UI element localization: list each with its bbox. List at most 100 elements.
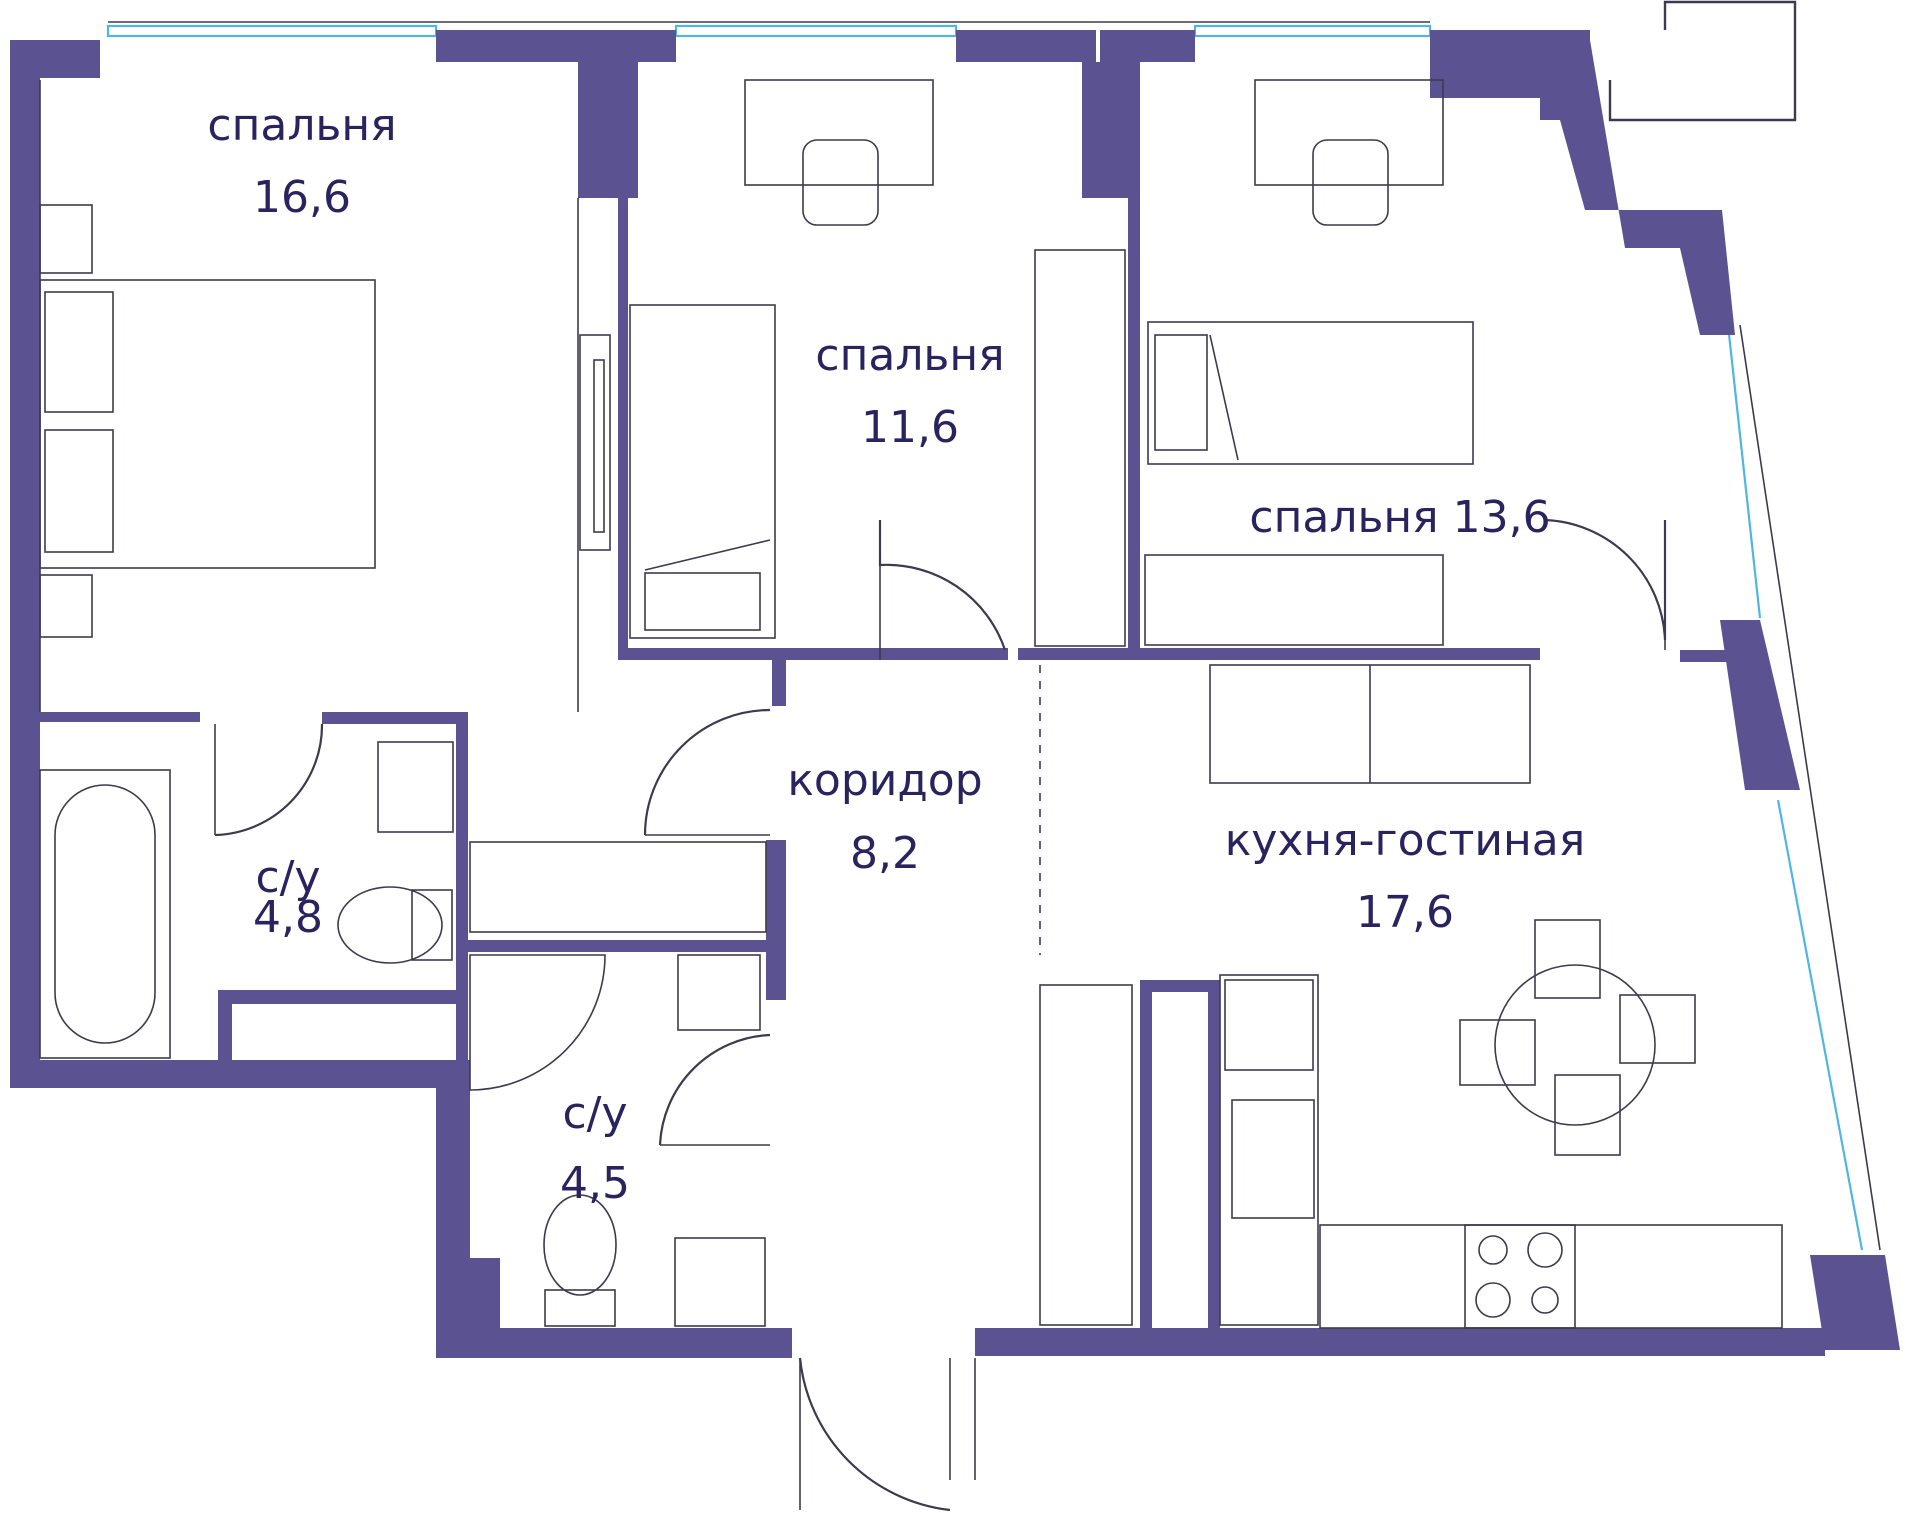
wall-bottom-left: [40, 1060, 470, 1088]
wall-bathroom-2-notch: [470, 1258, 500, 1330]
burner-2: [1527, 1232, 1563, 1268]
wall-bathroom-1-top: [40, 712, 200, 722]
bathtub: [39, 769, 171, 1059]
burner-1: [1478, 1235, 1508, 1265]
bathtub-inner: [54, 784, 156, 1044]
wall-left-exterior: [10, 60, 40, 1088]
column-2: [1082, 62, 1140, 198]
bedroom-3-name: спальня: [1249, 492, 1438, 543]
bedroom-2-area: 11,6: [861, 402, 959, 453]
bed-single-2-fold: [644, 539, 771, 571]
bathroom-2-name: с/у: [562, 1088, 627, 1139]
balcony-outline: [1608, 0, 1797, 122]
wall-top-segment-2: [956, 30, 1096, 62]
wall-corridor-partition: [766, 840, 786, 1000]
balcony: [1608, 0, 1797, 122]
window-bedroom-3: [1193, 24, 1432, 38]
bathroom-2-area: 4,5: [560, 1158, 630, 1209]
window-kitchen-side: [1776, 799, 1864, 1251]
burner-3: [1475, 1282, 1511, 1318]
bedroom-1-area: 16,6: [253, 172, 351, 223]
dining-chair-left: [1459, 1019, 1536, 1086]
window-bedroom-1: [106, 24, 438, 38]
facade-right-line: [1739, 324, 1881, 1251]
wall-bedroom-2-bottom: [618, 648, 1008, 660]
walls: [10, 30, 1900, 1358]
wall-kitchen-niche-right: [1208, 980, 1220, 1330]
sink-bathroom-1: [377, 741, 454, 833]
bed-single-2: [629, 304, 776, 639]
wall-bathroom-2-left: [436, 1060, 470, 1358]
nightstand-top: [39, 204, 93, 274]
bedroom-2-name: спальня: [815, 330, 1004, 381]
bedroom-3-label: спальня 13,6: [1249, 492, 1550, 543]
wall-bathroom-1-right: [456, 712, 468, 1062]
kitchen-counter-top: [1219, 974, 1319, 1326]
wall-top-segment-1: [436, 30, 676, 62]
right-windows: [1726, 324, 1881, 1251]
wall-bathroom-1-inner-left: [218, 990, 232, 1060]
tv-stand: [579, 334, 611, 551]
washing-machine: [674, 1237, 766, 1327]
wall-bedroom-2-left: [618, 198, 628, 656]
bedroom-1-name: спальня: [207, 100, 396, 151]
desk-bedroom-2: [744, 79, 934, 186]
bedroom-3-area: 13,6: [1453, 492, 1551, 543]
bed-double: [39, 279, 376, 569]
column-1: [578, 62, 638, 198]
bed-single-2-pillow: [644, 572, 761, 631]
toilet-bathroom-2: [543, 1194, 617, 1296]
dining-chair-top: [1534, 919, 1601, 999]
door-swing-bathroom-1: [214, 723, 324, 837]
bed-single-3: [1147, 321, 1474, 465]
fridge: [1224, 979, 1314, 1071]
room-labels: спальня 16,6 спальня 11,6 спальня 13,6 к…: [207, 100, 1585, 1209]
cooktop: [1464, 1224, 1576, 1329]
bathroom-1-name: с/у: [255, 852, 320, 903]
bed-single-3-pillow: [1154, 334, 1208, 451]
chair-bedroom-2: [802, 139, 879, 226]
door-swing-bedroom-3: [1544, 518, 1667, 641]
wall-bedroom-3-bottom-right: [1680, 650, 1760, 662]
toilet-tank-bathroom-1: [411, 889, 453, 961]
doors: [214, 518, 1667, 1512]
shower-cabin: [469, 954, 606, 1091]
burner-4: [1531, 1286, 1559, 1314]
dining-chair-right: [1619, 994, 1696, 1064]
wardrobe-bedroom-3: [1144, 554, 1444, 646]
wardrobe-corridor: [469, 841, 767, 933]
toilet-tank-bathroom-2: [544, 1289, 616, 1327]
desk-bedroom-3: [1254, 79, 1444, 186]
wall-right-lower: [1810, 1255, 1900, 1350]
wall-top-segment-3: [1100, 30, 1195, 62]
wall-bottom-bathroom-2: [436, 1328, 792, 1358]
door-swing-bedroom-2: [878, 520, 1007, 651]
dining-chair-bottom: [1554, 1074, 1621, 1156]
wall-right-upper: [1540, 40, 1735, 335]
dining-table: [1494, 964, 1656, 1126]
nightstand-bottom: [39, 574, 93, 638]
kitchen-living-name: кухня-гостиная: [1225, 815, 1585, 866]
window-bedroom-2: [674, 24, 958, 38]
toilet-bathroom-1: [337, 886, 443, 964]
wall-bathroom-2-top: [468, 940, 786, 952]
wall-bottom-kitchen: [975, 1328, 1825, 1356]
bathroom-1-area: 4,8: [253, 892, 323, 943]
wall-corridor-stub: [772, 652, 786, 706]
tv-screen: [593, 359, 605, 533]
wall-kitchen-niche-top: [1152, 980, 1220, 992]
bed-pillow-top: [44, 291, 114, 413]
kitchen-counter-bottom: [1319, 1224, 1783, 1329]
wardrobe-bedroom-2: [1034, 249, 1126, 647]
wall-kitchen-niche-left: [1140, 980, 1152, 1330]
window-bedroom-3-side: [1726, 324, 1762, 619]
wall-right-middle: [1720, 620, 1800, 790]
kitchen-living-area: 17,6: [1356, 887, 1454, 938]
top-windows: [106, 21, 1432, 38]
corridor-name: коридор: [787, 755, 982, 806]
wall-bedroom-3-bottom: [1018, 648, 1540, 660]
wall-bathroom-1-inner: [218, 990, 458, 1004]
kitchen-sink: [1231, 1099, 1315, 1219]
door-swing-entrance: [798, 1357, 951, 1512]
